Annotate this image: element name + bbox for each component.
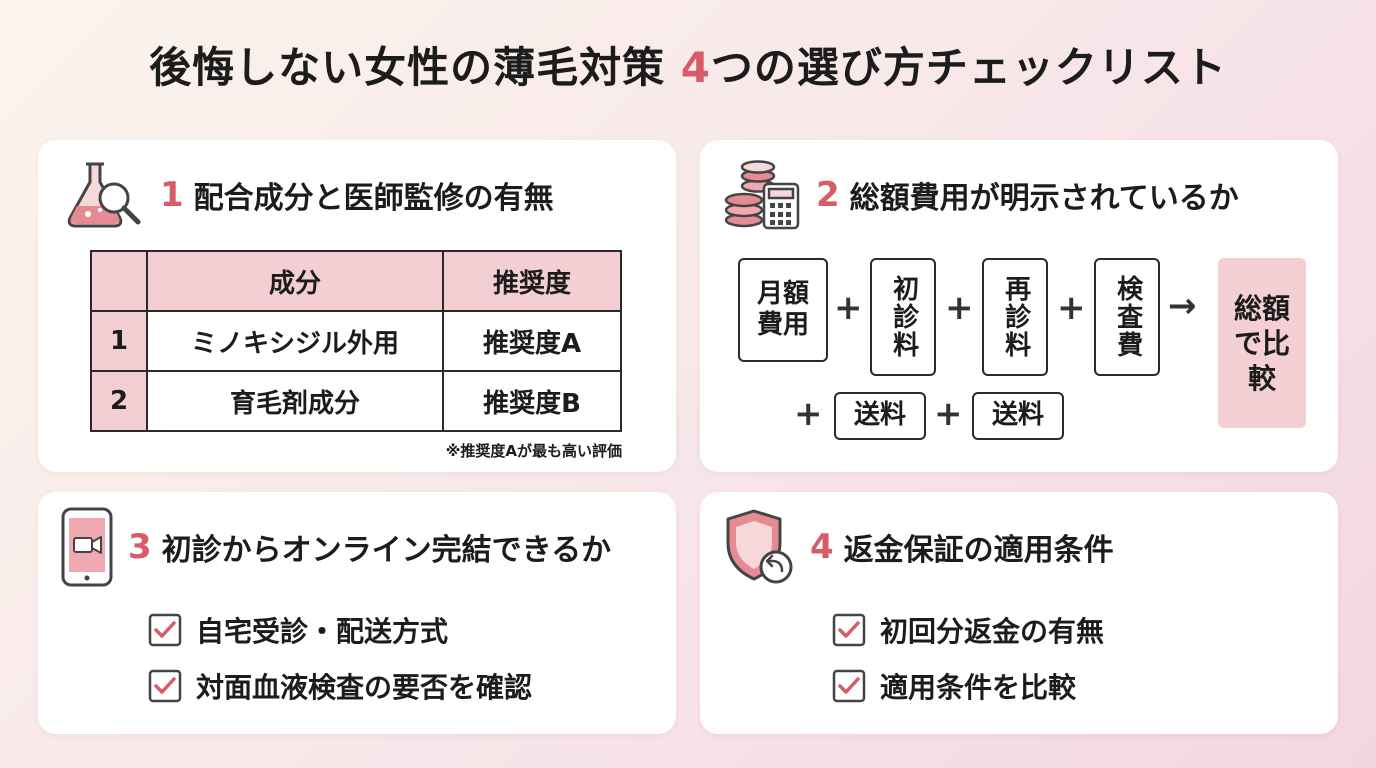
table-header-cell: 成分 [146,250,444,312]
card-number: 1 [160,175,184,215]
table-row: 1 ミノキシジル外用 推奨度A [90,310,622,372]
checklist-label: 初回分返金の有無 [880,615,1105,648]
table-header-cell: 推奨度 [442,250,622,312]
table-header-row: 成分 推奨度 [90,250,622,312]
card-online: 3 初診からオンライン完結できるか 自宅受診・配送方式 対面血液検査の要否を確認 [38,492,676,734]
checklist-label: 適用条件を比較 [880,671,1077,704]
table-cell-index: 1 [90,310,148,372]
page-title: 後悔しない女性の薄毛対策 4つの選び方チェックリスト [149,43,1227,92]
shipping-box: 送料 [972,392,1064,440]
smartphone-video-icon [61,507,113,587]
card-number: 4 [810,527,834,567]
plus-sign: + [1057,288,1086,328]
shield-return-icon [726,509,793,584]
cost-item-exam: 検査費 [1094,258,1160,376]
card-ingredients-header: 1 配合成分と医師監修の有無 [60,160,554,230]
total-compare-box: 総額で比較 [1218,258,1306,428]
checkbox-checked-icon [832,669,866,703]
cost-item-revisit: 再診料 [982,258,1048,376]
checklist-label: 自宅受診・配送方式 [196,615,449,648]
table-cell-rating: 推奨度B [442,370,622,432]
card-number: 3 [128,527,152,567]
arrow-right: → [1168,286,1197,326]
plus-sign: + [794,394,823,434]
table-note: ※推奨度Aが最も高い評価 [445,442,622,460]
card-ingredients: 1 配合成分と医師監修の有無 成分 推奨度 1 ミノキシジル外用 推奨度A 2 … [38,140,676,472]
table-cell-index: 2 [90,370,148,432]
checklist-label: 対面血液検査の要否を確認 [196,671,533,704]
plus-sign: + [834,288,863,328]
table-header-cell [90,250,148,312]
checkbox-checked-icon [832,613,866,647]
card-heading: 配合成分と医師監修の有無 [193,181,554,216]
card-heading: 初診からオンライン完結できるか [161,533,612,568]
table-cell-ingredient: 育毛剤成分 [146,370,444,432]
card-online-header: 3 初診からオンライン完結できるか [60,507,612,587]
table-cell-ingredient: ミノキシジル外用 [146,310,444,372]
cost-item-first-visit: 初診料 [870,258,936,376]
plus-sign: + [934,394,963,434]
checkbox-checked-icon [148,613,182,647]
checklist-item: 自宅受診・配送方式 [148,610,448,650]
card-total-cost: 2 総額費用が明示されているか 月額費用 + 初診料 + 再診料 + 検査費 →… [700,140,1338,472]
card-number: 2 [816,175,840,215]
card-heading: 返金保証の適用条件 [843,533,1114,568]
checklist-item: 対面血液検査の要否を確認 [148,666,532,706]
checklist-item: 適用条件を比較 [832,666,1076,706]
flask-magnifier-icon [67,162,141,228]
cost-item-monthly: 月額費用 [738,258,828,362]
checkbox-checked-icon [148,669,182,703]
card-refund: 4 返金保証の適用条件 初回分返金の有無 適用条件を比較 [700,492,1338,734]
coins-calculator-icon [724,160,800,230]
card-total-cost-header: 2 総額費用が明示されているか [722,160,1239,230]
card-heading: 総額費用が明示されているか [849,181,1239,216]
plus-sign: + [945,288,974,328]
checklist-item: 初回分返金の有無 [832,610,1104,650]
table-row: 2 育毛剤成分 推奨度B [90,370,622,432]
title-number: 4 [680,43,711,92]
shipping-box: 送料 [834,392,926,440]
ingredient-table: 成分 推奨度 1 ミノキシジル外用 推奨度A 2 育毛剤成分 推奨度B [90,250,622,432]
table-cell-rating: 推奨度A [442,310,622,372]
card-refund-header: 4 返金保証の適用条件 [722,509,1114,584]
